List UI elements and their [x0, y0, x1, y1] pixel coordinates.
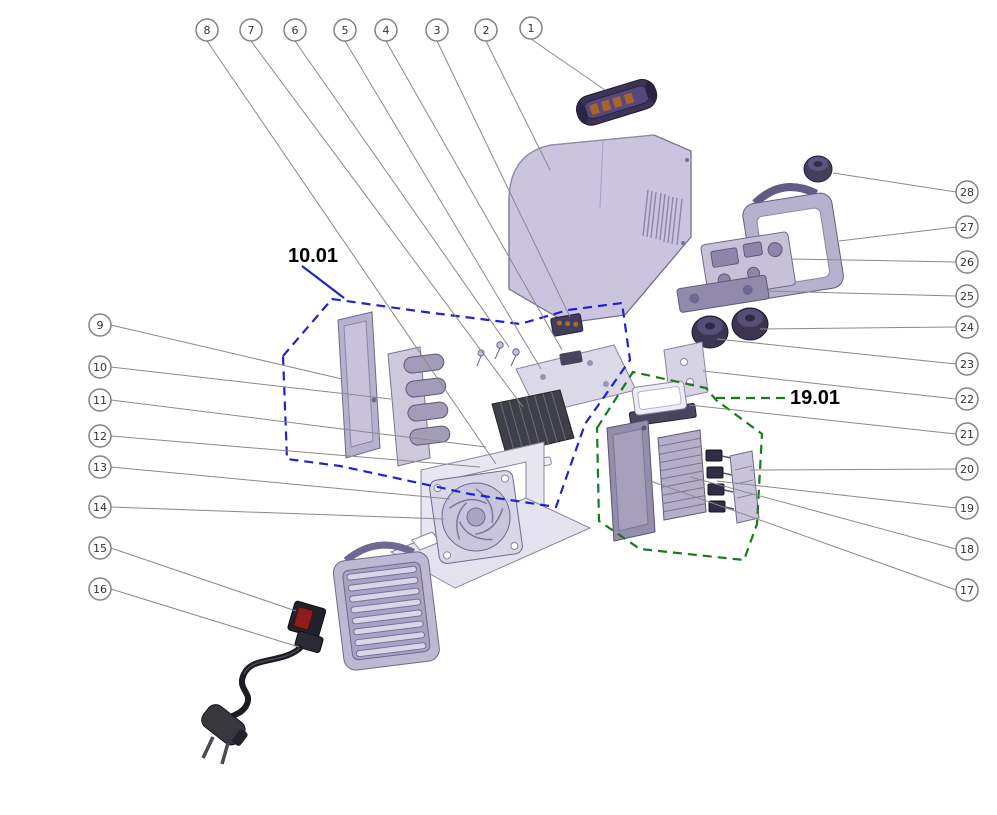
- callout-12-label: 12: [93, 430, 107, 443]
- callout-26-label: 26: [960, 256, 974, 269]
- callout-16: 16: [88, 577, 112, 601]
- callout-11: 11: [88, 388, 112, 412]
- part-power-cord: [201, 630, 324, 765]
- part-output-block: [628, 380, 697, 427]
- callout-8-label: 8: [204, 24, 211, 37]
- callout-17-label: 17: [960, 584, 974, 597]
- callout-9-label: 9: [97, 319, 104, 332]
- part-aux-board: [729, 450, 760, 524]
- callout-28: 28: [955, 180, 979, 204]
- callout-23-label: 23: [960, 358, 974, 371]
- callout-18-label: 18: [960, 543, 974, 556]
- callout-10-label: 10: [93, 361, 107, 374]
- callout-18: 18: [955, 537, 979, 561]
- callout-20: 20: [955, 457, 979, 481]
- part-heatsink: [491, 389, 575, 455]
- callout-2-label: 2: [483, 24, 490, 37]
- part-screws: [476, 341, 520, 367]
- part-knob-cap: [803, 155, 833, 183]
- part-panel-plate: [676, 274, 770, 313]
- callout-24: 24: [955, 315, 979, 339]
- callout-12: 12: [88, 424, 112, 448]
- callout-27: 27: [955, 215, 979, 239]
- callout-14: 14: [88, 495, 112, 519]
- knob-right: [731, 307, 769, 341]
- part-side-panel: [337, 311, 381, 459]
- group-label-10-01: 10.01: [288, 245, 338, 267]
- callout-11-label: 11: [93, 394, 107, 407]
- callout-15-label: 15: [93, 542, 107, 555]
- callout-24-label: 24: [960, 321, 974, 334]
- callouts: 1 2 3 4 5 6 7 8 9 10 11 12 13 14 15 16 1…: [88, 16, 979, 602]
- callout-21-label: 21: [960, 428, 974, 441]
- callout-25-label: 25: [960, 290, 974, 303]
- leader-lines: [110, 38, 957, 648]
- callout-23: 23: [955, 352, 979, 376]
- group-leader-10-01: [301, 265, 345, 299]
- callout-27-label: 27: [960, 221, 974, 234]
- callout-1-label: 1: [528, 22, 535, 35]
- callout-5: 5: [333, 18, 357, 42]
- callout-9: 9: [88, 313, 112, 337]
- callout-1: 1: [519, 16, 543, 40]
- callout-15: 15: [88, 536, 112, 560]
- part-housing-cover: [508, 134, 692, 324]
- callout-6: 6: [283, 18, 307, 42]
- callout-28-label: 28: [960, 186, 974, 199]
- part-side-board: [606, 419, 656, 542]
- group-outline-19-01: [595, 370, 764, 562]
- part-capacitor-board: [387, 346, 451, 467]
- callout-3: 3: [425, 18, 449, 42]
- callout-3-label: 3: [434, 24, 441, 37]
- group-10-01: 10.01: [281, 245, 632, 509]
- part-terminal-block: [550, 313, 584, 337]
- part-handle: [575, 79, 658, 126]
- callout-6-label: 6: [292, 24, 299, 37]
- group-label-19-01: 19.01: [790, 387, 840, 409]
- callout-14-label: 14: [93, 501, 107, 514]
- knob-left: [691, 315, 729, 349]
- callout-21: 21: [955, 422, 979, 446]
- callout-2: 2: [474, 18, 498, 42]
- callout-7: 7: [239, 18, 263, 42]
- callout-8: 8: [195, 18, 219, 42]
- callout-25: 25: [955, 284, 979, 308]
- callout-13-label: 13: [93, 461, 107, 474]
- callout-13: 13: [88, 455, 112, 479]
- callout-26: 26: [955, 250, 979, 274]
- part-front-grille: [332, 541, 440, 671]
- part-fan: [429, 470, 523, 564]
- group-outline-10-01: [281, 297, 632, 509]
- callout-5-label: 5: [342, 24, 349, 37]
- callout-17: 17: [955, 578, 979, 602]
- callout-4-label: 4: [383, 24, 390, 37]
- callout-19: 19: [955, 496, 979, 520]
- housing-vents: [642, 189, 683, 246]
- callout-16-label: 16: [93, 583, 107, 596]
- group-19-01: 19.01: [595, 370, 840, 562]
- callout-19-label: 19: [960, 502, 974, 515]
- callout-10: 10: [88, 355, 112, 379]
- part-fin-heatsink: [657, 429, 707, 521]
- part-knobs: [691, 307, 769, 349]
- callout-4: 4: [374, 18, 398, 42]
- callout-20-label: 20: [960, 463, 974, 476]
- callout-7-label: 7: [248, 24, 255, 37]
- plug-body: [201, 704, 248, 746]
- callout-22: 22: [955, 387, 979, 411]
- callout-22-label: 22: [960, 393, 974, 406]
